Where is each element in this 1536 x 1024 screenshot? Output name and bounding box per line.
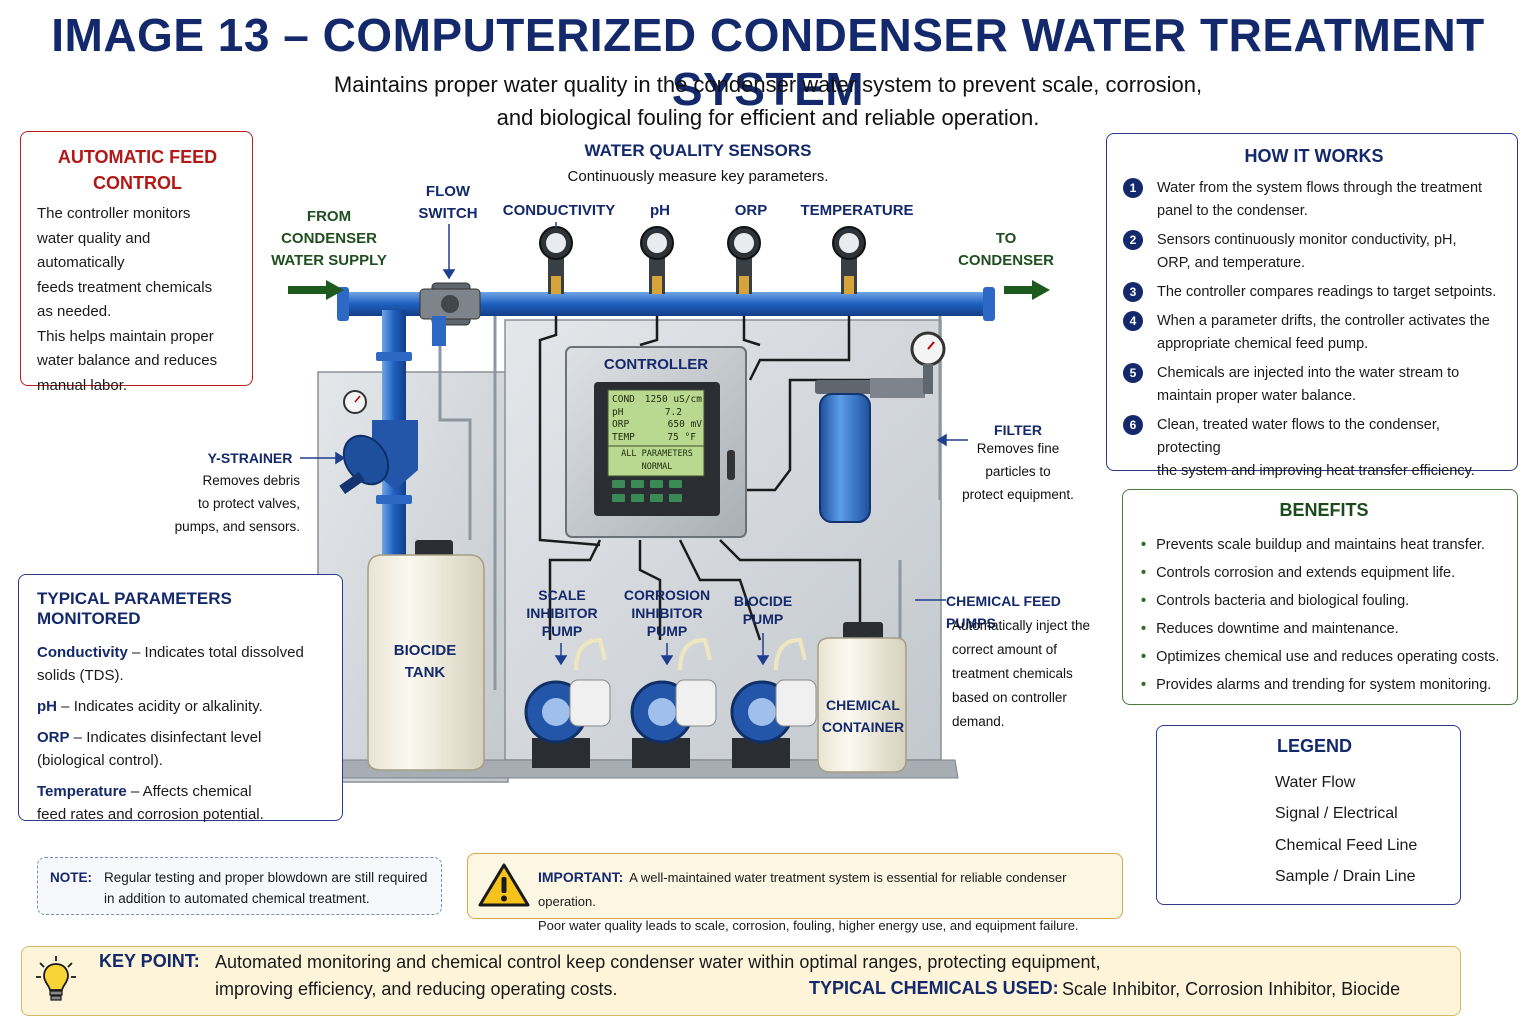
key-point-line-1: Automated monitoring and chemical contro… (215, 952, 1101, 972)
legend-item-chemical-feed: Chemical Feed Line (1185, 830, 1444, 862)
automatic-feed-control-panel: AUTOMATIC FEED CONTROL The controller mo… (20, 131, 253, 394)
to-condenser-label: TO CONDENSER (958, 230, 1054, 269)
page-subtitle: Maintains proper water quality in the co… (230, 68, 1306, 134)
sensors-description: Continuously measure key parameters. (567, 168, 829, 185)
note-text: Regular testing and proper blowdown are … (104, 870, 428, 906)
parameter-item: Conductivity – Indicates total dissolved… (37, 644, 304, 684)
filter-title: FILTER (994, 422, 1042, 438)
important-line-1: IMPORTANT:A well-maintained water treatm… (538, 869, 1067, 909)
how-it-works-title: HOW IT WORKS (1244, 146, 1384, 166)
legend-item-signal: Signal / Electrical (1185, 799, 1444, 831)
chemical-feed-pumps-title: CHEMICAL FEED PUMPS (946, 593, 1061, 631)
y-strainer-description: Removes debris to protect valves, pumps,… (174, 473, 300, 534)
signal-line-icon (1185, 807, 1229, 821)
chemical-feed-pumps-description: Automatically inject the correct amount … (952, 618, 1091, 729)
filter-description: Removes fine particles to protect equipm… (962, 441, 1074, 502)
sensor-label-temperature: TEMPERATURE (800, 202, 914, 219)
benefits-panel: BENEFITS •Prevents scale buildup and mai… (1122, 489, 1518, 705)
benefit-item: •Controls bacteria and biological foulin… (1141, 593, 1410, 609)
typical-chemicals-label: TYPICAL CHEMICALS USED: (809, 978, 1059, 998)
typical-parameters-panel: TYPICAL PARAMETERS MONITORED Conductivit… (18, 574, 343, 823)
key-point-banner: KEY POINT: Automated monitoring and chem… (21, 946, 1461, 1016)
legend-item-water-flow: Water Flow (1185, 767, 1444, 799)
chemical-feed-line-icon (1185, 839, 1229, 853)
automatic-feed-text: The controller monitors water quality an… (37, 205, 218, 394)
subtitle-line: and biological fouling for efficient and… (496, 105, 1040, 130)
from-supply-label: FROM CONDENSER WATER SUPPLY (271, 208, 387, 269)
biocide-tank-label: BIOCIDE TANK (393, 642, 457, 681)
benefit-item: •Controls corrosion and extends equipmen… (1141, 565, 1456, 581)
legend-item-sample-drain: Sample / Drain Line (1185, 862, 1444, 894)
note-box: NOTE: Regular testing and proper blowdow… (37, 857, 442, 915)
subtitle-line: Maintains proper water quality in the co… (333, 72, 1203, 97)
benefit-item: •Provides alarms and trending for system… (1141, 677, 1492, 693)
lightbulb-icon (36, 956, 76, 1001)
legend-panel: LEGEND Water Flow Signal / Electrical Ch… (1156, 725, 1461, 905)
typical-parameters-title: TYPICAL PARAMETERS MONITORED (37, 589, 232, 628)
note-label: NOTE: (50, 870, 92, 885)
typical-chemicals-text: Scale Inhibitor, Corrosion Inhibitor, Bi… (1062, 979, 1401, 999)
y-strainer-title: Y-STRAINER (207, 450, 293, 466)
key-point-line-2: improving efficiency, and reducing opera… (215, 979, 618, 999)
flow-switch-label: FLOW SWITCH (418, 183, 478, 222)
warning-icon (478, 863, 530, 907)
parameter-item: ORP – Indicates disinfectant level(biolo… (37, 729, 262, 769)
key-point-label: KEY POINT: (99, 951, 200, 971)
automatic-feed-title: AUTOMATIC FEED CONTROL (57, 147, 218, 193)
controller-status: ALL PARAMETERS NORMAL (621, 449, 693, 472)
parameter-item: pH – Indicates acidity or alkalinity. (37, 698, 263, 715)
legend-title: LEGEND (1276, 736, 1352, 756)
benefit-item: •Prevents scale buildup and maintains he… (1141, 537, 1485, 553)
sensors-title: WATER QUALITY SENSORS (584, 141, 812, 160)
sensor-label-ph: pH (650, 202, 670, 219)
controller-title: CONTROLLER (603, 356, 709, 373)
benefit-item: •Optimizes chemical use and reduces oper… (1141, 649, 1500, 665)
sensor-label-orp: ORP (734, 202, 768, 219)
sensor-label-conductivity: CONDUCTIVITY (502, 202, 616, 219)
dashed-line-icon (1185, 870, 1229, 884)
benefit-item: •Reduces downtime and maintenance. (1141, 621, 1399, 637)
benefits-title: BENEFITS (1279, 500, 1369, 520)
water-flow-arrow-icon (1185, 776, 1229, 790)
important-line-2: Poor water quality leads to scale, corro… (538, 918, 1079, 933)
chemical-container-label: CHEMICAL CONTAINER (821, 697, 905, 735)
important-box: IMPORTANT:A well-maintained water treatm… (467, 853, 1123, 933)
page-title: IMAGE 13 – COMPUTERIZED CONDENSER WATER … (51, 9, 1485, 115)
